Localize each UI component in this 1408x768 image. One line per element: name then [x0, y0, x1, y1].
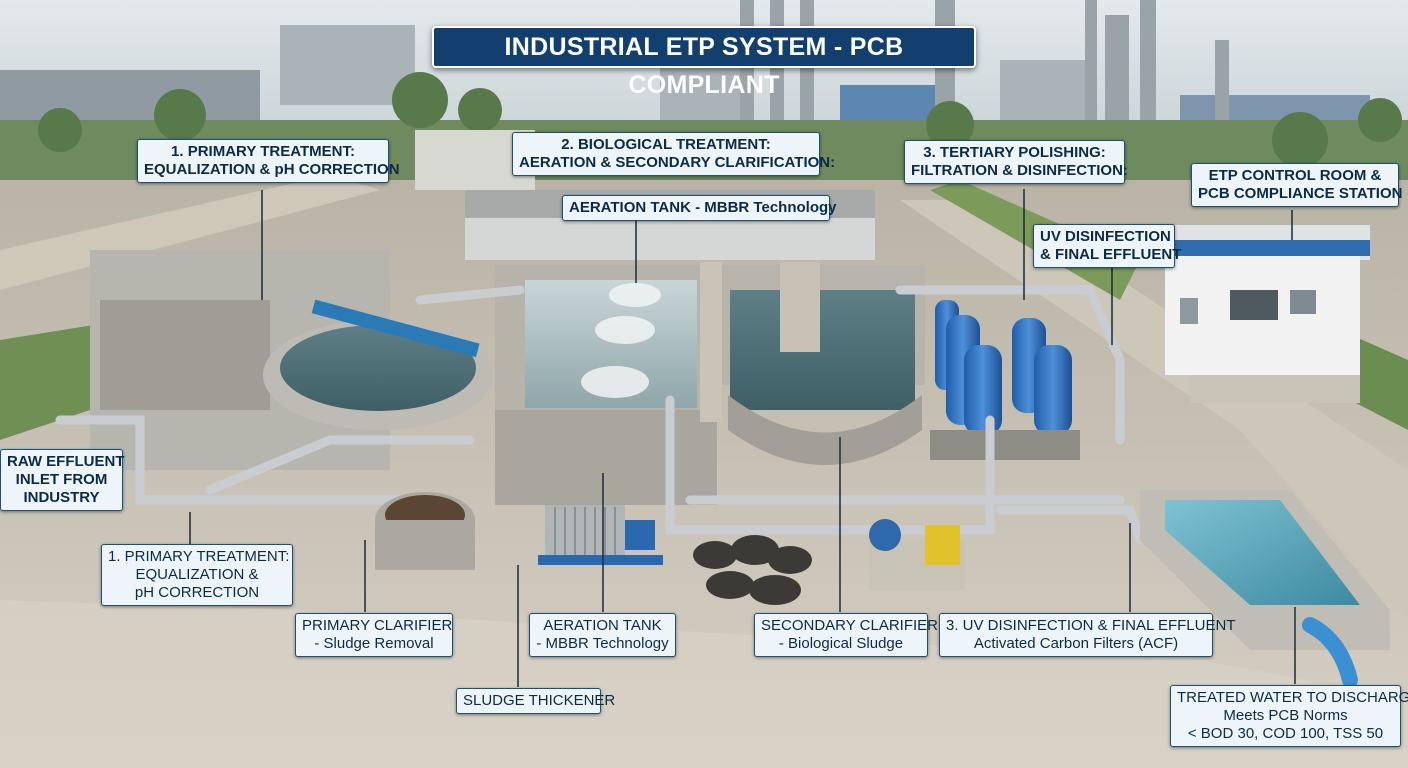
label-uv-disinfection-top: UV DISINFECTION& FINAL EFFLUENT: [1033, 224, 1181, 268]
label-aeration-tank-bottom: AERATION TANK- MBBR Technology: [529, 613, 676, 657]
label-tertiary-polishing: 3. TERTIARY POLISHING:FILTRATION & DISIN…: [904, 140, 1128, 184]
label-aeration-tank-top: AERATION TANK - MBBR Technology: [562, 195, 836, 221]
label-secondary-clarifier: SECONDARY CLARIFIER- Biological Sludge: [754, 613, 938, 657]
label-primary-treatment-bottom: 1. PRIMARY TREATMENT:EQUALIZATION &pH CO…: [101, 544, 293, 606]
label-primary-treatment-top: 1. PRIMARY TREATMENT:EQUALIZATION & pH C…: [137, 139, 400, 183]
label-primary-clarifier: PRIMARY CLARIFIER- Sludge Removal: [295, 613, 453, 657]
label-sludge-thickener: SLUDGE THICKENER: [456, 688, 615, 714]
label-control-room: ETP CONTROL ROOM &PCB COMPLIANCE STATION: [1191, 163, 1402, 207]
label-biological-treatment: 2. BIOLOGICAL TREATMENT:AERATION & SECON…: [512, 132, 835, 176]
diagram-title: INDUSTRIAL ETP SYSTEM - PCB COMPLIANT: [432, 26, 976, 99]
